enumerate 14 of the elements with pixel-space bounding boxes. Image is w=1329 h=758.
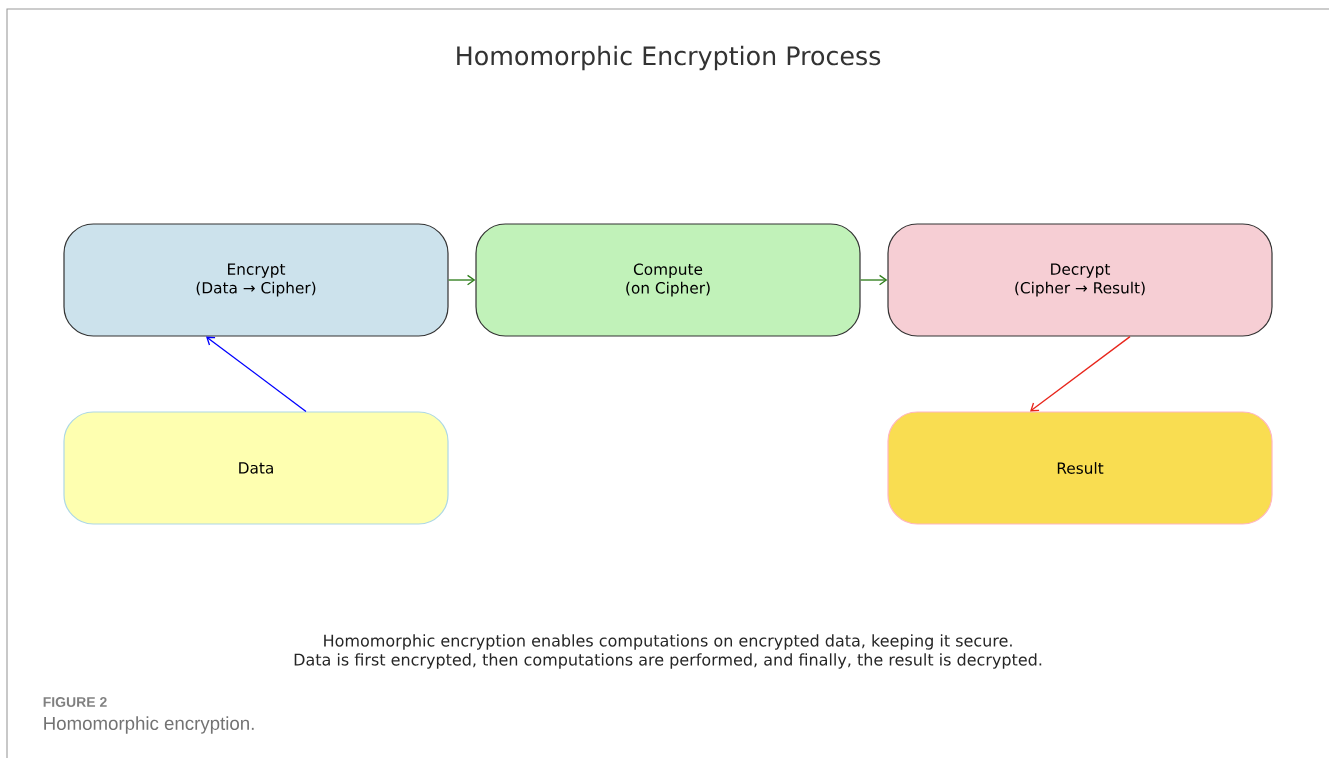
description-text: Homomorphic encryption enables computations on encrypted data, keeping it secure. <box>324 634 1012 650</box>
process-box: Decrypt (Cipher → Result) <box>887 223 1273 337</box>
arrow <box>1030 335 1131 412</box>
process-box: Data <box>63 411 449 525</box>
process-box: Result <box>887 411 1273 525</box>
title: Homomorphic Encryption Process <box>457 45 881 71</box>
arrow <box>859 274 888 286</box>
figure-number: FIGURE 2 <box>43 697 107 707</box>
arrow <box>206 336 307 413</box>
process-box: Compute (on Cipher) <box>475 223 861 337</box>
description-text: Data is first encrypted, then computations are performed, and finally, the result is decrypted. <box>294 653 1042 669</box>
process-box: Encrypt (Data → Cipher) <box>63 223 449 337</box>
arrow <box>447 274 476 286</box>
caption: Homomorphic encryption. <box>44 716 254 734</box>
